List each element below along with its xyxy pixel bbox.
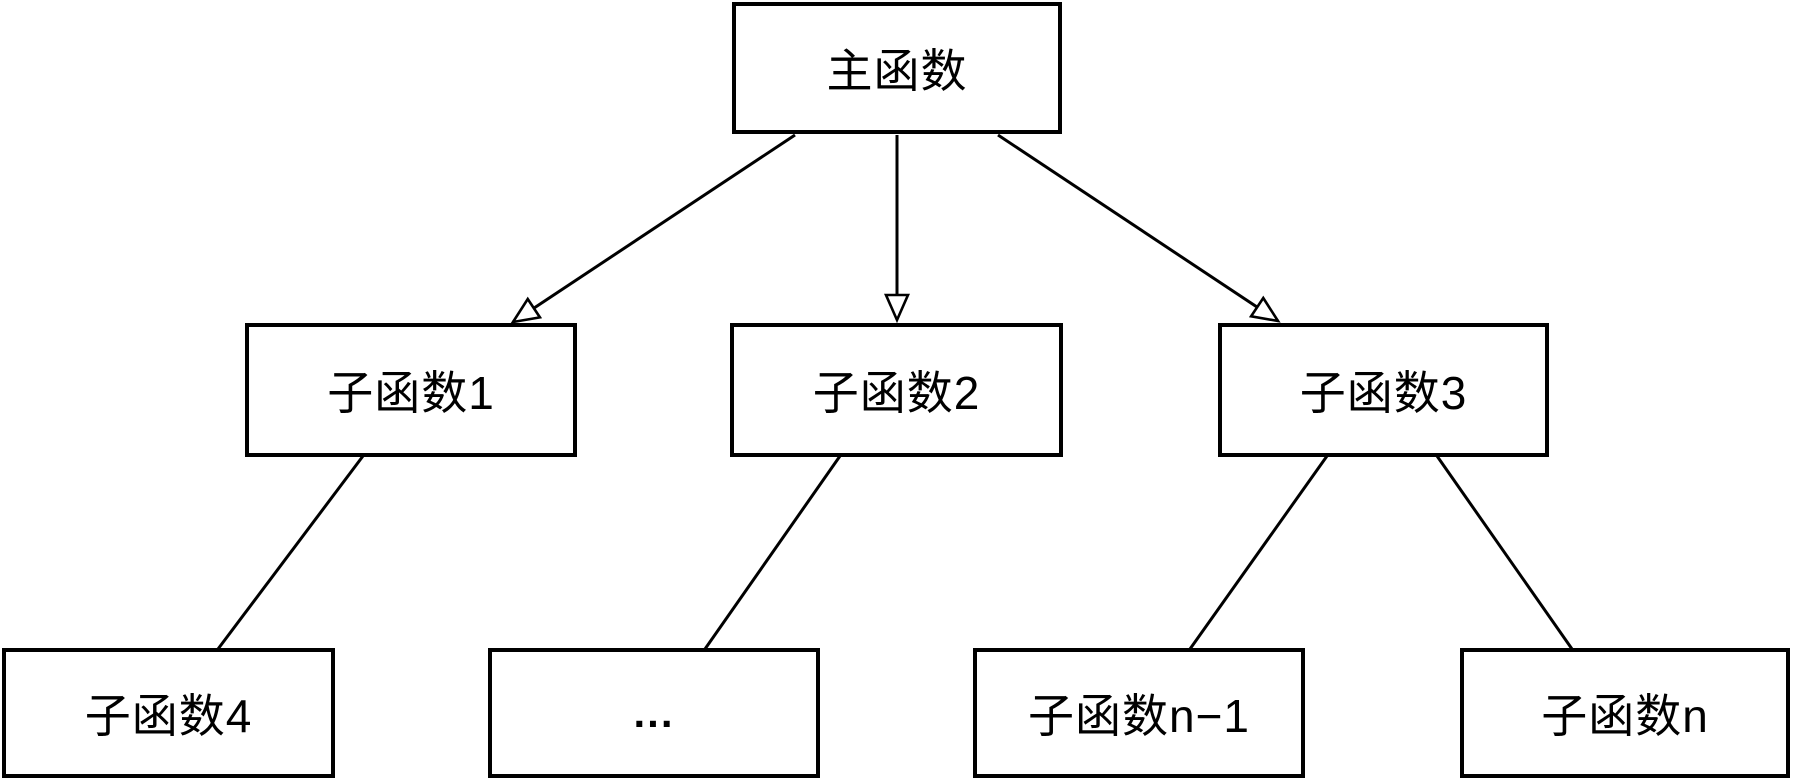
node-sub-function-n-minus-1-label: 子函数n−1 [1027, 690, 1251, 742]
node-sub-function-4-label: 子函数4 [84, 690, 253, 742]
node-sub-function-n: 子函数n [1460, 648, 1790, 778]
node-sub-function-1-label: 子函数1 [327, 367, 495, 419]
edge-sub1-to-sub4 [216, 455, 365, 650]
edge-sub3-to-sub-n-minus-1 [1188, 455, 1329, 650]
node-sub-function-1: 子函数1 [245, 323, 577, 457]
edge-sub2-to-ellipsis [703, 455, 842, 650]
node-sub-function-2-label: 子函数2 [812, 367, 981, 419]
node-sub-function-n-label: 子函数n [1541, 690, 1709, 742]
node-sub-function-3-label: 子函数3 [1299, 367, 1468, 419]
node-sub-function-n-minus-1: 子函数n−1 [973, 648, 1305, 778]
node-ellipsis-label: ... [633, 689, 675, 736]
node-sub-function-2: 子函数2 [730, 323, 1063, 457]
edge-main-to-sub1 [513, 133, 796, 322]
edge-main-to-sub3 [997, 133, 1278, 321]
node-main-function: 主函数 [732, 2, 1062, 134]
node-main-function-label: 主函数 [826, 45, 968, 97]
node-sub-function-3: 子函数3 [1218, 323, 1549, 457]
node-ellipsis: ... [488, 648, 820, 778]
edge-sub3-to-sub-n [1435, 455, 1574, 650]
node-sub-function-4: 子函数4 [2, 648, 335, 778]
